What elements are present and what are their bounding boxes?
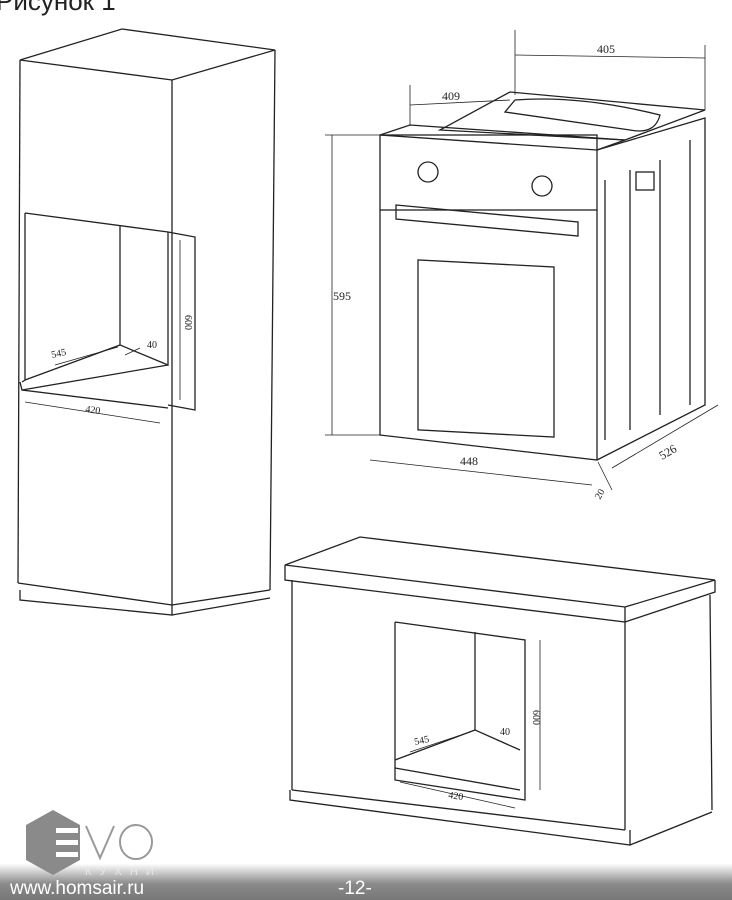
base-cabinet-drawing bbox=[284, 536, 716, 846]
column-gap-label: 40 bbox=[147, 340, 157, 351]
base-width-label: 420 bbox=[448, 790, 464, 803]
oven-panel-depth-label: 409 bbox=[442, 89, 460, 103]
page-title: Рисунок 1 bbox=[0, 0, 116, 16]
logo-subtitle: КУХНИ bbox=[85, 866, 162, 878]
column-depth-label: 545 bbox=[50, 347, 67, 361]
column-cabinet-drawing bbox=[17, 28, 276, 616]
footer-url[interactable]: www.homsair.ru bbox=[10, 878, 145, 899]
page-number: -12- bbox=[338, 878, 372, 899]
oven-depth-label: 526 bbox=[657, 441, 680, 462]
base-depth-label: 545 bbox=[413, 734, 430, 748]
oven-drawing bbox=[325, 30, 719, 491]
oven-width-label: 448 bbox=[460, 454, 478, 468]
oven-height-label: 595 bbox=[333, 289, 351, 303]
base-height-label: 600 bbox=[530, 710, 541, 725]
oven-offset-label: 20 bbox=[593, 487, 608, 501]
base-gap-label: 40 bbox=[500, 727, 510, 738]
column-width-label: 420 bbox=[85, 404, 101, 417]
oven-top-depth-label: 405 bbox=[597, 42, 615, 56]
column-height-label: 600 bbox=[182, 315, 193, 330]
evo-logo bbox=[26, 810, 153, 875]
footer-bar bbox=[0, 864, 732, 900]
